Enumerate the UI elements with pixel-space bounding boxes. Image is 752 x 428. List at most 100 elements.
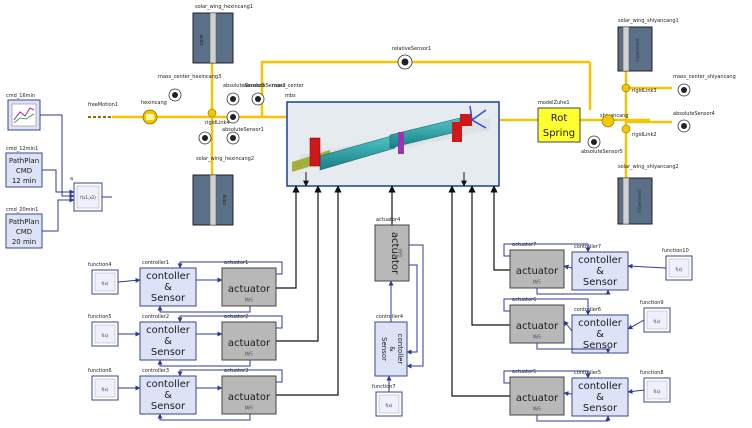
controller-line3: Sensor xyxy=(151,347,186,358)
controller-line1: contoller xyxy=(146,379,191,390)
shiyancang-body[interactable] xyxy=(601,114,615,128)
experiment-panel-top[interactable]: Experiment xyxy=(617,26,653,72)
controller-block[interactable]: controller2 contoller&Sensor xyxy=(139,314,197,361)
controller-line2: & xyxy=(596,266,604,277)
shiyancang-label: shiyancang xyxy=(600,113,629,119)
rot-spring-block[interactable]: Rot Spring xyxy=(537,107,581,143)
mass-shiyancang-label: mass_center_shiyancang xyxy=(673,74,736,80)
experiment-label-bottom: Experiment xyxy=(637,189,642,213)
chart-icon xyxy=(13,107,35,121)
actuator-text: actuator xyxy=(516,321,559,332)
controller-line1: contoller xyxy=(146,325,191,336)
robot-arm-view[interactable] xyxy=(286,101,500,187)
function-block[interactable]: function5 f(x) xyxy=(88,314,119,347)
cmd12-block[interactable]: cmd_12min1 PathPlan CMD 12 min xyxy=(5,146,43,188)
rigid-link3-label: rigidLink3 xyxy=(632,88,657,94)
core-panel-bottom[interactable]: core xyxy=(192,174,234,226)
sensor-cluster-left[interactable] xyxy=(168,88,265,145)
actuator-text: actuator xyxy=(228,338,271,349)
controller-line1: contoller xyxy=(578,318,623,329)
relative-sensor-label: relativeSensor1 xyxy=(392,46,431,52)
actuator-label: actuator5 xyxy=(512,369,536,375)
rigid-link4-node[interactable] xyxy=(207,108,217,118)
controller-label: controller2 xyxy=(142,314,169,320)
cmd12-line2: CMD xyxy=(16,167,32,175)
core-label-top: core xyxy=(199,35,205,46)
abs-sensor2-label: absoluteSensor2 xyxy=(244,83,286,89)
function-fx: f(x) xyxy=(676,267,683,272)
mass-hexincang3-label: mass_center_hexincang3 xyxy=(158,74,221,80)
right-sensors[interactable] xyxy=(677,83,691,133)
mass-center-label: mass_center xyxy=(272,83,305,89)
controller-line2: & xyxy=(596,329,604,340)
loop-wires xyxy=(118,369,283,421)
function-block[interactable]: function7 f(x) xyxy=(372,384,403,417)
rigid-link3-node[interactable] xyxy=(621,83,631,93)
function-label: function9 xyxy=(640,300,664,306)
function-fx: f(x) xyxy=(102,387,109,392)
mux-block[interactable]: a f(x1,x2) xyxy=(70,176,103,212)
experiment-panel-bottom[interactable]: Experiment xyxy=(617,177,653,225)
relative-sensor[interactable] xyxy=(397,54,413,70)
rigid-link2-label: rigidLink2 xyxy=(632,132,657,138)
hexincang-body[interactable] xyxy=(142,109,158,125)
rigid-link2-node[interactable] xyxy=(621,124,631,134)
function-label: function5 xyxy=(88,314,112,320)
actuator-text: actuator xyxy=(228,284,271,295)
actuator-sub: 执行 xyxy=(245,296,253,302)
loop-wires xyxy=(118,315,283,367)
control-loop-4: function7 f(x) controller4contoller&Sensor… xyxy=(372,217,424,417)
cmd16-block[interactable]: cmd_16min xyxy=(6,93,41,131)
cmd20-line2: CMD xyxy=(16,228,32,236)
abs-sensor4-label: absoluteSensor4 xyxy=(673,111,715,117)
actuator-sub: 执行 xyxy=(533,278,541,284)
cmd12-line3: 12 min xyxy=(12,177,36,185)
controller-line3: Sensor xyxy=(583,403,618,414)
wing-bottom-right-label: solar_wing_shiyancang2 xyxy=(618,164,679,170)
controller-line2: & xyxy=(164,336,172,347)
cmd12-line1: PathPlan xyxy=(9,157,39,165)
actuator-sub: 执行 xyxy=(245,404,253,410)
actuator-sub: 执行 xyxy=(533,333,541,339)
cmd20-block[interactable]: cmd_20min1 PathPlan CMD 20 min xyxy=(5,207,43,249)
wing-top-left-label: solar_wing_hexincang1 xyxy=(195,4,253,10)
function-fx: f(x) xyxy=(386,403,393,408)
core-panel-top[interactable]: core xyxy=(192,12,234,64)
free-motion-label: freeMotion1 xyxy=(88,102,118,108)
mux-function: f(x1,x2) xyxy=(80,195,96,200)
function-fx: f(x) xyxy=(102,333,109,338)
function-fx: f(x) xyxy=(654,319,661,324)
controller-label: controller4 xyxy=(376,314,403,320)
function-fx: f(x) xyxy=(102,281,109,286)
controller-line2: & xyxy=(596,392,604,403)
mux-label: a xyxy=(70,176,73,182)
function-label: function7 xyxy=(372,384,396,390)
actuator-label: actuator3 xyxy=(224,368,248,374)
function-block[interactable]: function9 f(x) xyxy=(640,300,671,333)
abs-sensor5[interactable] xyxy=(587,135,601,149)
abs-sensor3-label: absoluteSensor3 xyxy=(223,83,265,89)
loop-wires xyxy=(386,244,424,392)
experiment-label-top: Experiment xyxy=(635,38,640,62)
